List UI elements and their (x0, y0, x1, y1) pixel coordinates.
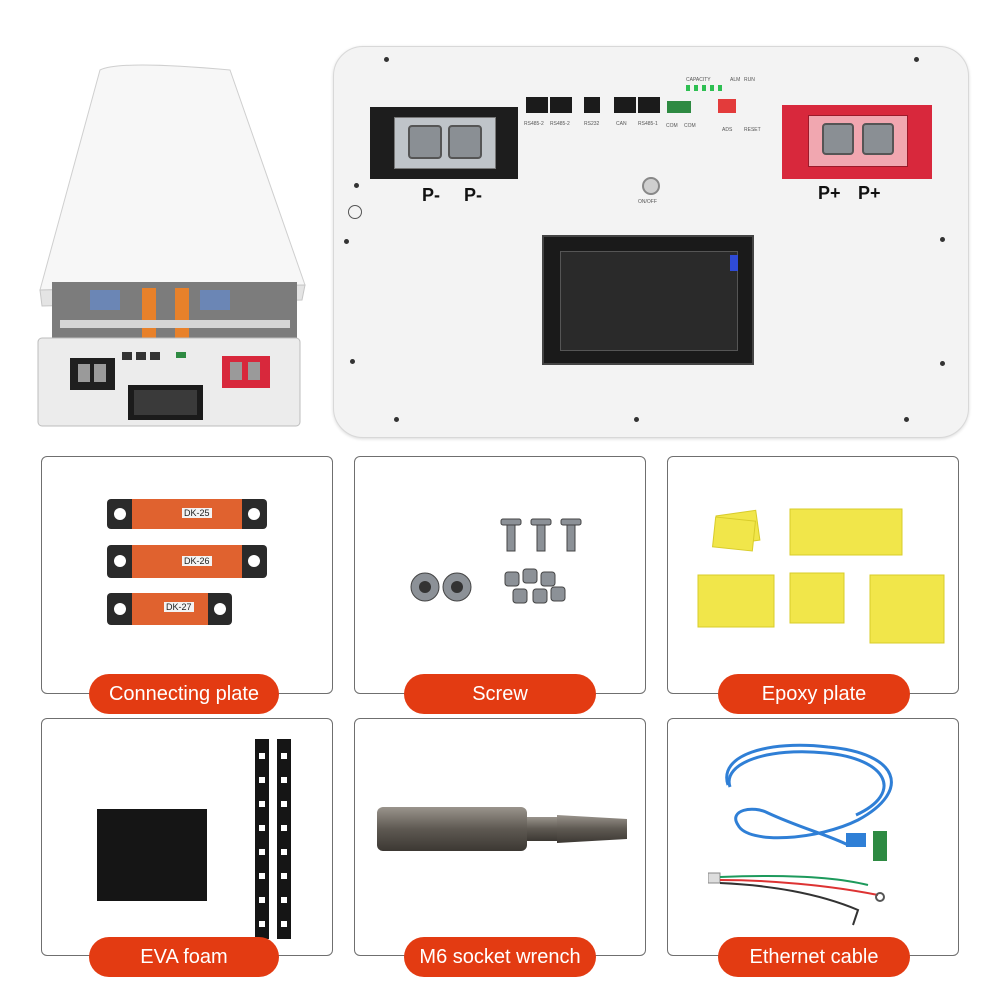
negative-terminal-label-2: P- (464, 185, 482, 205)
port-label-rs485-2b: RS485-2 (550, 121, 570, 127)
reset-label: RESET (744, 127, 761, 133)
plate-label-dk27: DK-27 (164, 602, 194, 612)
negative-terminal-block (370, 107, 518, 179)
screws-image (410, 518, 582, 604)
port-label-rs485-1: RS485-1 (638, 121, 658, 127)
label-screw: Screw (404, 674, 596, 714)
alm-label: ALM (730, 77, 741, 83)
card-epoxy-plate (667, 456, 959, 694)
com-label-2: COM (684, 123, 696, 129)
battery-unit-image (30, 60, 320, 440)
socket-wrench-image (377, 807, 627, 851)
port-label-rs232: RS232 (584, 121, 600, 127)
onoff-label: ON/OFF (638, 199, 657, 205)
card-connecting-plate: DK-25 DK-26 DK-27 (41, 456, 333, 694)
plate-label-dk25: DK-25 (182, 508, 212, 518)
eva-foam-image (97, 739, 291, 939)
plate-label-dk26: DK-26 (182, 556, 212, 566)
card-m6-socket-wrench (354, 718, 646, 956)
power-button-icon (642, 177, 660, 195)
epoxy-plates-image (697, 508, 945, 644)
port-label-can: CAN (616, 121, 627, 127)
run-label: RUN (744, 77, 755, 83)
dip-switch (718, 99, 736, 113)
positive-terminal-label-2: P+ (858, 183, 881, 203)
battery-front-panel: P- P- RS485-2 RS485-2 RS232 CAN RS485-1 … (333, 46, 969, 438)
lcd-display (542, 235, 754, 365)
label-connecting-plate: Connecting plate (89, 674, 279, 714)
capacity-leds (686, 85, 726, 91)
com-label-1: COM (666, 123, 678, 129)
label-epoxy-plate: Epoxy plate (718, 674, 910, 714)
ethernet-cable-image (708, 743, 893, 926)
card-ethernet-cable (667, 718, 959, 956)
label-eva-foam: EVA foam (89, 937, 279, 977)
connecting-plate-image (107, 499, 267, 625)
positive-terminal-block (782, 105, 932, 179)
communication-ports (526, 97, 666, 117)
ground-icon (348, 205, 362, 219)
label-ethernet-cable: Ethernet cable (718, 937, 910, 977)
negative-terminal-label-1: P- (422, 185, 440, 205)
card-eva-foam (41, 718, 333, 956)
port-label-rs485-2a: RS485-2 (524, 121, 544, 127)
adds-label: ADS (722, 127, 733, 133)
card-screw (354, 456, 646, 694)
green-connector (667, 101, 691, 113)
capacity-label: CAPACITY (686, 77, 711, 83)
positive-terminal-label-1: P+ (818, 183, 841, 203)
label-m6-socket-wrench: M6 socket wrench (404, 937, 596, 977)
